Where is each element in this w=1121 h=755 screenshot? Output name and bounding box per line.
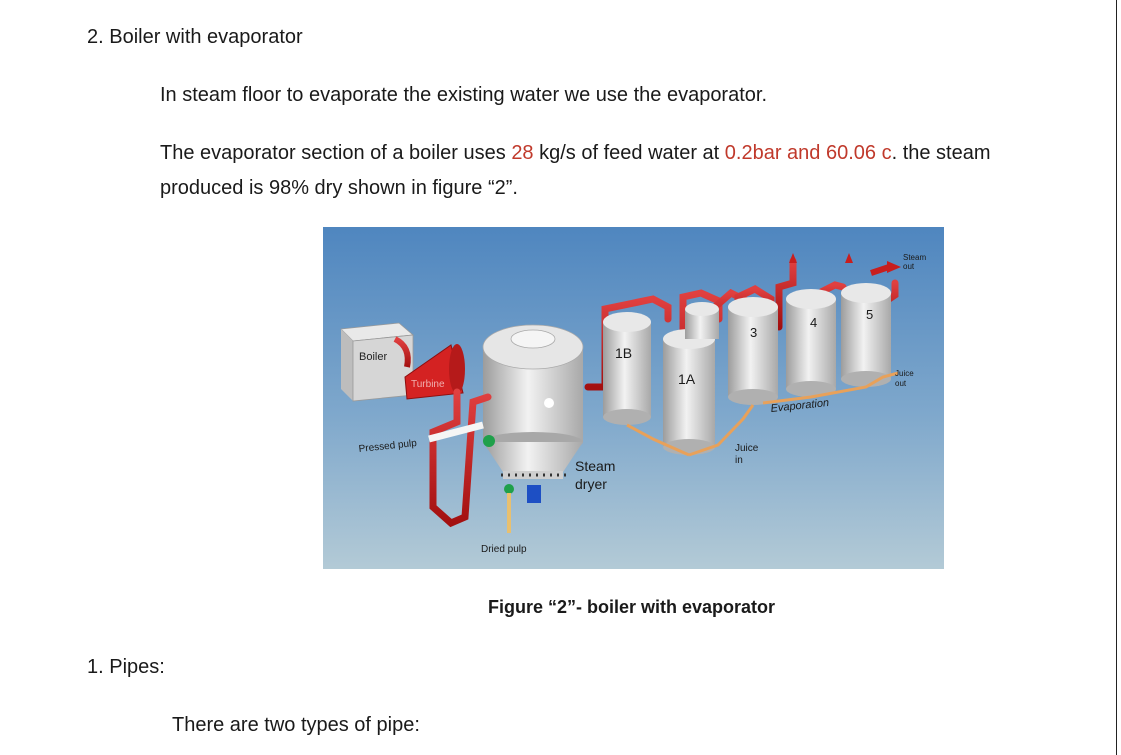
pressed-pulp-pipe: [428, 421, 484, 443]
tank-1a-label: 1A: [678, 371, 696, 387]
page-edge: [1116, 0, 1117, 755]
steam-out-label-2: out: [903, 262, 915, 271]
steam-out-label-1: Steam: [903, 253, 926, 262]
section-heading: 2. Boiler with evaporator: [87, 26, 303, 48]
boiler-label: Boiler: [359, 351, 387, 363]
text-run: The evaporator section of a boiler uses: [160, 142, 512, 164]
juice-out-label-2: out: [895, 379, 907, 388]
paragraph-intro: In steam floor to evaporate the existing…: [160, 84, 768, 106]
paragraph-pipe-types: There are two types of pipe:: [172, 714, 420, 736]
valve-icon: [483, 435, 495, 447]
tank-1b-label: 1B: [615, 345, 632, 361]
dried-pulp-label: Dried pulp: [481, 544, 527, 555]
boiler-unit: Boiler: [340, 322, 414, 402]
figure-caption: Figure “2”- boiler with evaporator: [487, 597, 776, 617]
boiler-evaporator-figure: Boiler Turbine: [323, 227, 944, 569]
tank-3-label: 3: [750, 325, 757, 340]
highlight-value: 28: [511, 142, 534, 164]
turbine-label: Turbine: [411, 379, 445, 390]
paragraph-evaporator: The evaporator section of a boiler uses …: [160, 136, 991, 170]
juice-in-label-2: in: [735, 455, 743, 466]
paragraph-evaporator-line2: produced is 98% dry shown in figure “2”.: [160, 177, 518, 199]
turbine-unit: Turbine: [393, 336, 465, 400]
tank-5-label: 5: [866, 307, 873, 322]
text-run: kg/s of feed water at: [533, 142, 725, 164]
text-run: . the steam: [891, 142, 991, 164]
section-heading-pipes: 1. Pipes:: [87, 656, 165, 678]
steam-dryer-label-2: dryer: [575, 476, 607, 492]
steam-dryer-label-1: Steam: [575, 458, 615, 474]
valve-icon: [504, 484, 514, 494]
highlight-value: 0.2bar and 60.06 c: [724, 142, 892, 164]
evaporator-tanks: [603, 283, 891, 455]
steam-dryer-vessel: [482, 324, 584, 503]
juice-out-label-1: Juice: [895, 369, 914, 378]
juice-in-label-1: Juice: [735, 443, 759, 454]
tank-4-label: 4: [810, 315, 817, 330]
juice-pipes: [626, 371, 899, 457]
